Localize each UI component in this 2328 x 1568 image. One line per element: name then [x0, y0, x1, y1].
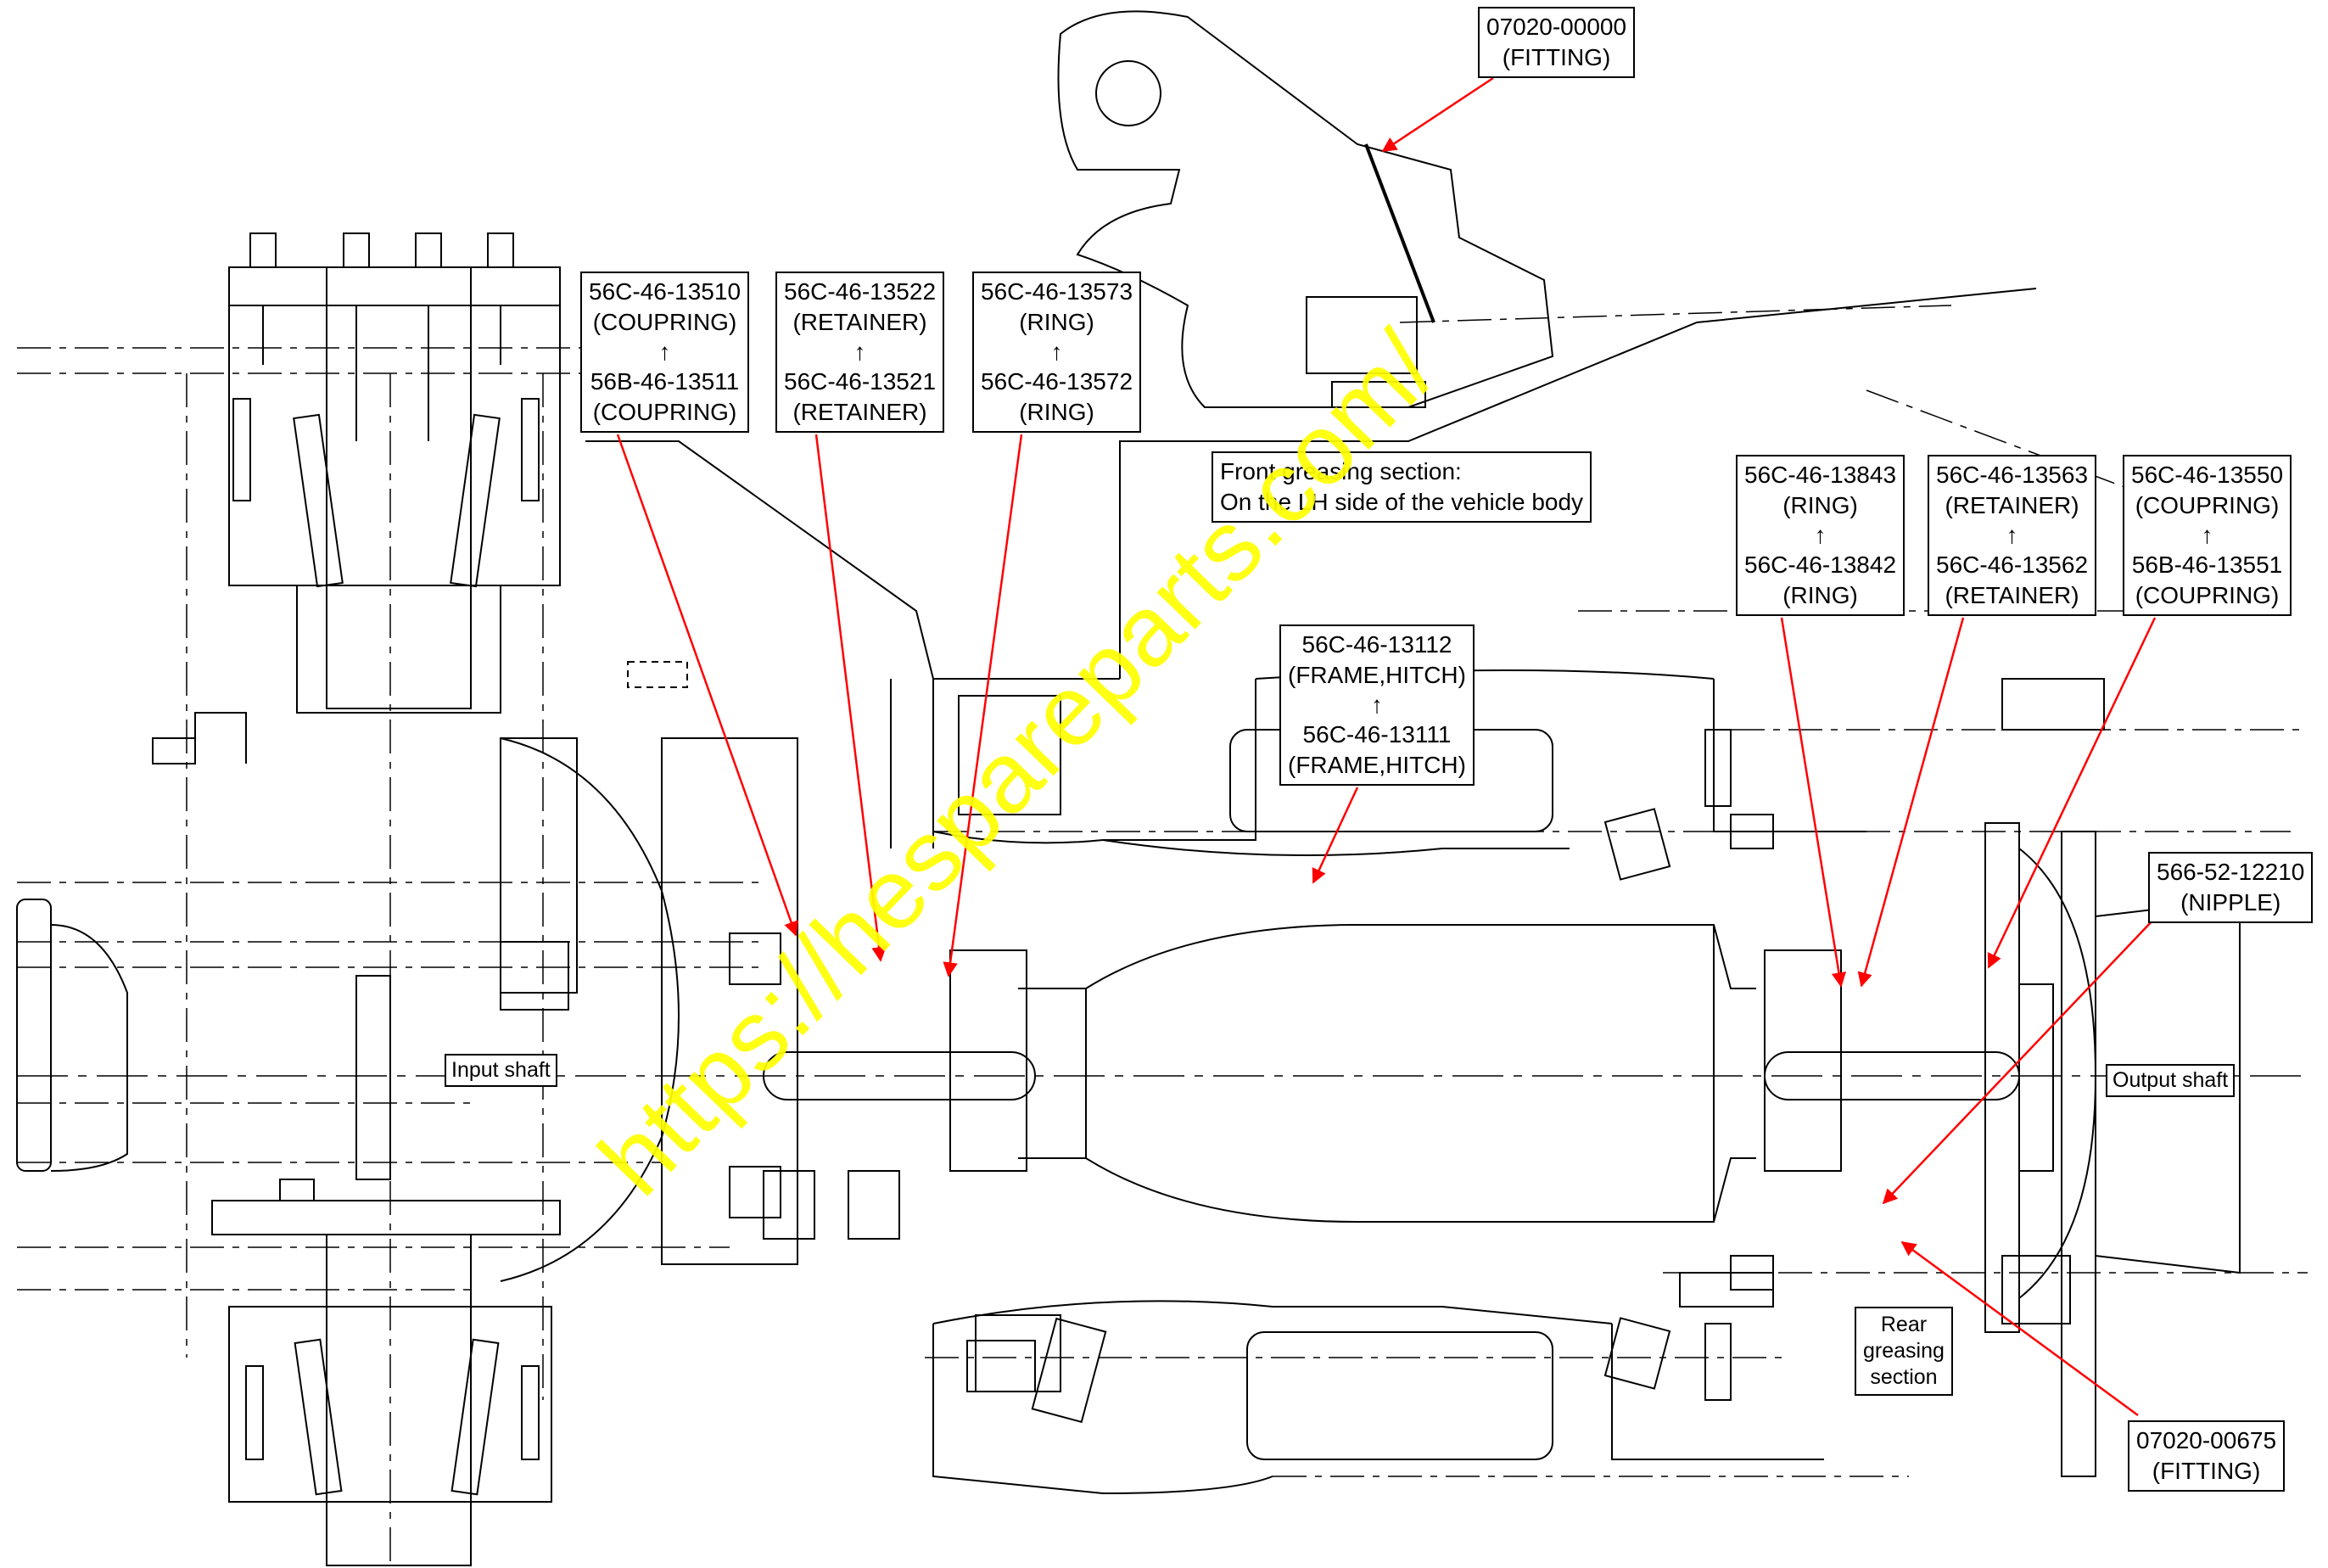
leader-ring-front — [943, 434, 1023, 977]
part-name: (FITTING) — [1502, 44, 1611, 70]
supersede-arrow: ↑ — [1370, 692, 1383, 718]
old-part-name: (COUPRING) — [2135, 582, 2280, 608]
front-greasing-line2: On the LH side of the vehicle body — [1220, 489, 1584, 515]
old-part-number: 56B-46-13511 — [590, 368, 740, 395]
old-part-name: (FRAME,HITCH) — [1288, 752, 1466, 778]
old-part-number: 56C-46-13111 — [1302, 721, 1452, 748]
leader-lines — [616, 76, 2157, 1417]
old-part-number: 56C-46-13562 — [1936, 552, 2089, 578]
old-part-number: 56B-46-13551 — [2131, 552, 2283, 578]
rear-greasing-line1: Rear — [1880, 1313, 1928, 1336]
leader-ring-rear — [1780, 617, 1847, 988]
label-input-shaft: Input shaft — [445, 1054, 557, 1087]
part-name: (FITTING) — [2152, 1458, 2261, 1484]
old-part-number: 56C-46-13521 — [784, 368, 937, 395]
left-details — [152, 661, 1061, 1392]
upper-bearing-housing — [228, 232, 561, 714]
new-part-number: 56C-46-13112 — [1301, 631, 1452, 658]
line-art — [16, 10, 2308, 1568]
leader-fitting-bottom — [1900, 1240, 2139, 1417]
leader-coupling-front — [616, 434, 798, 937]
front-greasing-detail — [1057, 10, 1554, 408]
new-part-name: (RING) — [1019, 309, 1094, 335]
new-part-number: 56C-46-13510 — [589, 278, 741, 305]
new-part-name: (RETAINER) — [792, 309, 927, 335]
new-part-number: 56C-46-13522 — [784, 278, 937, 305]
rear-greasing-line3: section — [1870, 1365, 1938, 1389]
old-part-name: (RETAINER) — [792, 399, 927, 425]
callout-fitting-bottom: 07020-00675 (FITTING) — [2128, 1420, 2286, 1492]
label-rear-greasing: Rear greasing section — [1855, 1307, 1953, 1396]
supersede-arrow: ↑ — [1814, 522, 1827, 548]
new-part-name: (FRAME,HITCH) — [1288, 662, 1466, 688]
leader-retainer-rear — [1857, 617, 1965, 988]
callout-frame-hitch: 56C-46-13112 (FRAME,HITCH) ↑ 56C-46-1311… — [1279, 624, 1475, 786]
input-shaft-text: Input shaft — [451, 1058, 551, 1082]
leader-fitting-top — [1381, 76, 1494, 153]
rear-housing-bolts — [966, 729, 1774, 1424]
new-part-number: 56C-46-13843 — [1744, 462, 1897, 488]
old-part-name: (RING) — [1782, 582, 1858, 608]
rear-greasing-line2: greasing — [1863, 1339, 1945, 1363]
lower-bearing-housing — [211, 1179, 561, 1566]
callout-ring-rear: 56C-46-13843 (RING) ↑ 56C-46-13842 (RING… — [1736, 455, 1905, 616]
leader-nipple — [1882, 917, 2156, 1205]
leader-retainer-front — [814, 434, 887, 962]
new-part-number: 56C-46-13563 — [1936, 462, 2089, 488]
old-part-name: (RETAINER) — [1945, 582, 2079, 608]
new-part-name: (COUPRING) — [592, 309, 737, 335]
part-number: 07020-00675 — [2136, 1427, 2277, 1453]
part-name: (NIPPLE) — [2180, 889, 2281, 916]
output-shaft-text: Output shaft — [2113, 1068, 2229, 1092]
callout-coupling-rear: 56C-46-13550 (COUPRING) ↑ 56B-46-13551 (… — [2123, 455, 2292, 616]
part-number: 566-52-12210 — [2157, 859, 2305, 885]
new-part-number: 56C-46-13550 — [2131, 462, 2284, 488]
supersede-arrow: ↑ — [2006, 522, 2018, 548]
new-part-number: 56C-46-13573 — [981, 278, 1133, 305]
central-shaft — [729, 924, 2020, 1223]
callout-retainer-rear: 56C-46-13563 (RETAINER) ↑ 56C-46-13562 (… — [1928, 455, 2097, 616]
old-part-name: (COUPRING) — [592, 399, 737, 425]
leader-coupling-rear — [1987, 617, 2157, 969]
label-output-shaft: Output shaft — [2106, 1064, 2236, 1097]
new-part-name: (RING) — [1782, 492, 1858, 518]
callout-front-greasing: Front greasing section: On the LH side o… — [1212, 451, 1592, 523]
callout-coupling-front: 56C-46-13510 (COUPRING) ↑ 56B-46-13511 (… — [580, 272, 750, 433]
supersede-arrow: ↑ — [853, 339, 866, 365]
supersede-arrow: ↑ — [658, 339, 671, 365]
old-part-name: (RING) — [1019, 399, 1094, 425]
supersede-arrow: ↑ — [2201, 522, 2213, 548]
old-part-number: 56C-46-13842 — [1744, 552, 1897, 578]
callout-retainer-front: 56C-46-13522 (RETAINER) ↑ 56C-46-13521 (… — [775, 272, 945, 433]
leader-frame-hitch — [1312, 787, 1359, 884]
callout-nipple: 566-52-12210 (NIPPLE) — [2148, 852, 2314, 923]
supersede-arrow: ↑ — [1050, 339, 1063, 365]
part-number: 07020-00000 — [1486, 14, 1627, 40]
callout-ring-front: 56C-46-13573 (RING) ↑ 56C-46-13572 (RING… — [972, 272, 1142, 433]
new-part-name: (COUPRING) — [2135, 492, 2280, 518]
callout-fitting-top: 07020-00000 (FITTING) — [1478, 7, 1636, 78]
input-yoke — [16, 737, 798, 1282]
old-part-number: 56C-46-13572 — [981, 368, 1133, 395]
new-part-name: (RETAINER) — [1945, 492, 2079, 518]
front-greasing-line1: Front greasing section: — [1220, 458, 1462, 484]
